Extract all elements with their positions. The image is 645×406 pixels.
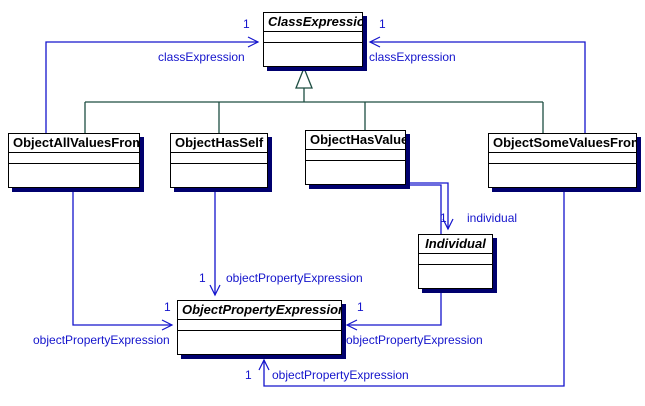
role-label-objectpropertyexpression-top: objectPropertyExpression (226, 271, 363, 285)
class-operations-compartment (9, 164, 139, 186)
class-name-object-all-values-from: ObjectAllValuesFrom (9, 134, 139, 153)
class-operations-compartment (171, 164, 267, 186)
class-box-individual[interactable]: Individual (418, 234, 493, 289)
class-name-object-property-expression: ObjectPropertyExpression (178, 301, 341, 320)
class-name-object-has-self: ObjectHasSelf (171, 134, 267, 153)
multiplicity-label-classexpression-right: 1 (379, 17, 386, 31)
role-label-classexpression-right: classExpression (369, 50, 456, 64)
class-operations-compartment (489, 164, 636, 186)
class-box-object-has-value[interactable]: ObjectHasValue (305, 130, 406, 185)
multiplicity-label-individual: 1 (440, 211, 447, 225)
class-operations-compartment (178, 331, 341, 353)
role-label-objectpropertyexpression-left: objectPropertyExpression (33, 333, 170, 347)
multiplicity-label-classexpression-left: 1 (243, 17, 250, 31)
role-label-individual: individual (467, 211, 518, 225)
class-attributes-compartment (264, 32, 362, 43)
edge-allvaluesfrom-classexpression (45, 36, 260, 133)
multiplicity-label-objectpropertyexpression-top: 1 (199, 271, 206, 285)
class-attributes-compartment (178, 320, 341, 331)
class-attributes-compartment (419, 254, 492, 265)
class-name-object-has-value: ObjectHasValue (306, 131, 405, 150)
class-box-class-expression[interactable]: ClassExpression (263, 12, 363, 67)
edge-somevaluesfrom-objectpropertyexpression (258, 188, 565, 387)
class-attributes-compartment (171, 153, 267, 164)
class-operations-compartment (264, 43, 362, 65)
generalization-triangle-arrowhead (295, 66, 313, 89)
class-name-class-expression: ClassExpression (264, 13, 362, 32)
class-attributes-compartment (306, 150, 405, 161)
class-attributes-compartment (489, 153, 636, 164)
multiplicity-label-objectpropertyexpression-left: 1 (164, 300, 171, 314)
class-box-object-property-expression[interactable]: ObjectPropertyExpression (177, 300, 342, 355)
class-box-object-some-values-from[interactable]: ObjectSomeValuesFrom (488, 133, 637, 188)
generalization-edges (84, 66, 544, 133)
edge-allvaluesfrom-objectpropertyexpression (72, 188, 174, 331)
class-box-object-all-values-from[interactable]: ObjectAllValuesFrom (8, 133, 140, 188)
multiplicity-label-objectpropertyexpression-bottom: 1 (245, 368, 252, 382)
class-box-object-has-self[interactable]: ObjectHasSelf (170, 133, 268, 188)
role-label-objectpropertyexpression-right: objectPropertyExpression (346, 333, 483, 347)
class-name-object-some-values-from: ObjectSomeValuesFrom (489, 134, 636, 153)
role-label-objectpropertyexpression-bottom: objectPropertyExpression (272, 368, 409, 382)
edge-somevaluesfrom-classexpression (368, 36, 586, 133)
edge-hasvalue-individual (406, 182, 454, 231)
class-name-individual: Individual (419, 235, 492, 254)
multiplicity-label-objectpropertyexpression-right: 1 (357, 300, 364, 314)
class-attributes-compartment (9, 153, 139, 164)
class-operations-compartment (419, 265, 492, 287)
role-label-classexpression-left: classExpression (158, 50, 245, 64)
class-operations-compartment (306, 161, 405, 183)
